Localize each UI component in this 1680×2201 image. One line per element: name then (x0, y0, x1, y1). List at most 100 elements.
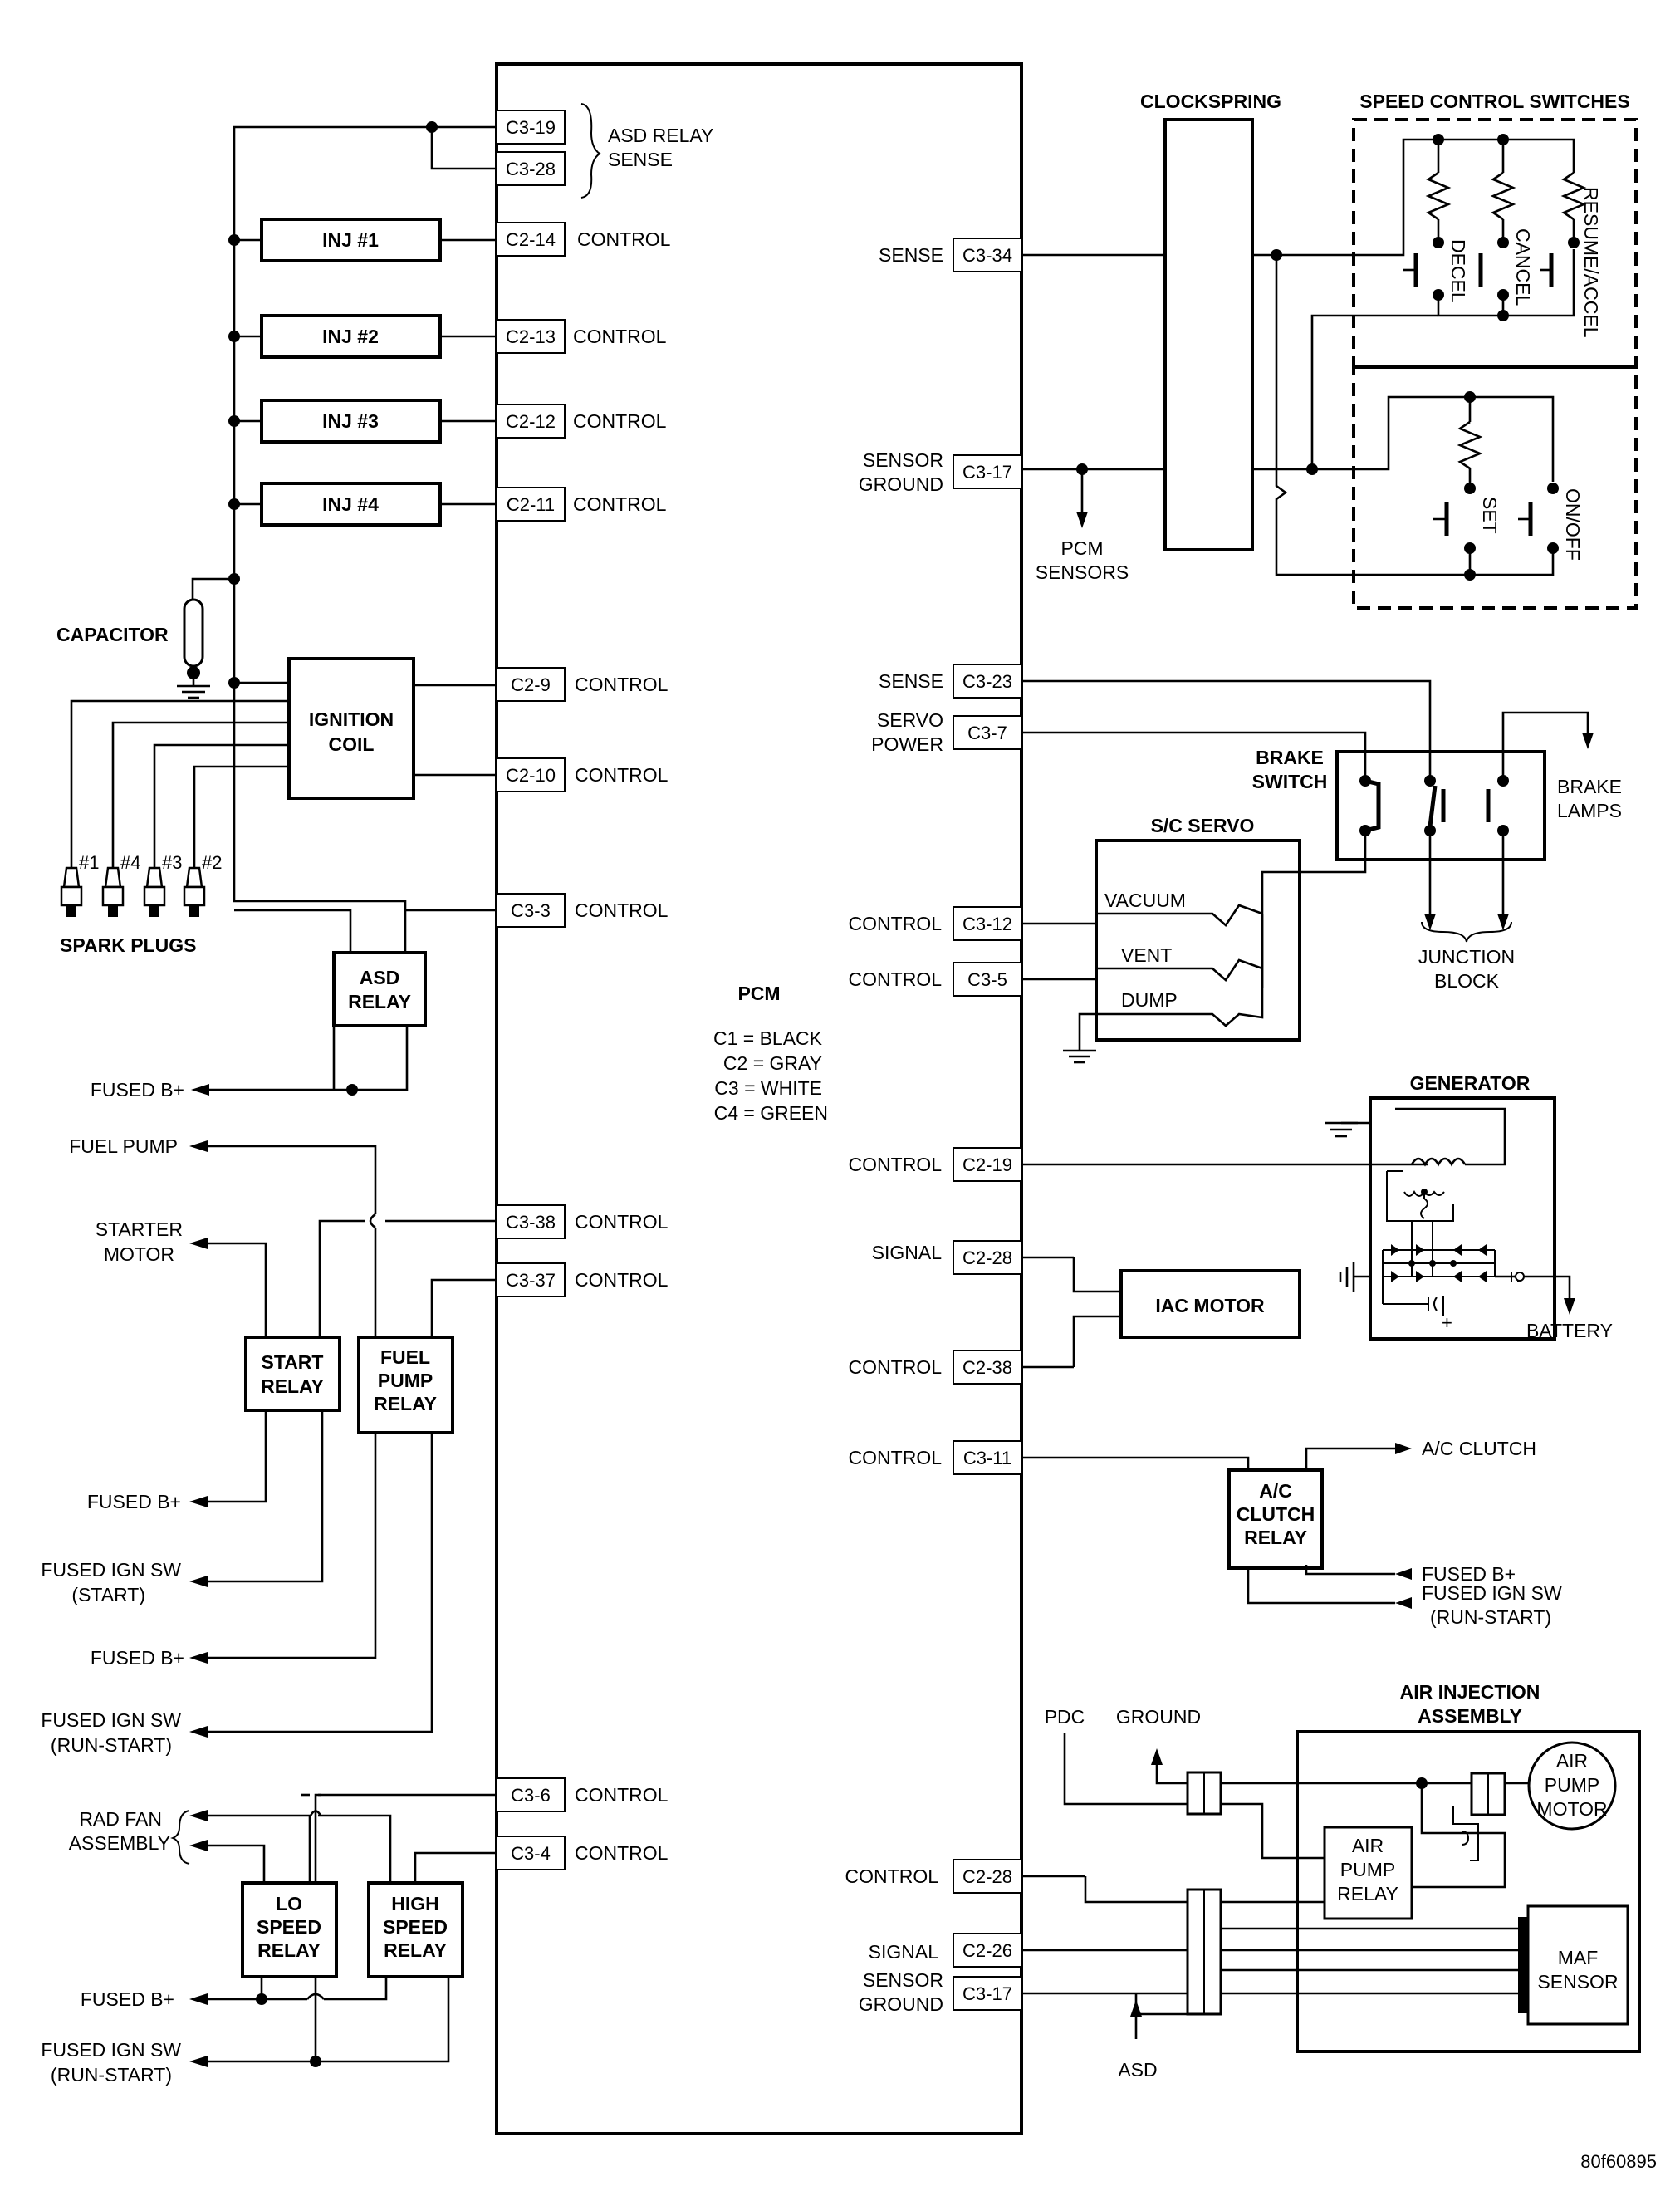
svg-text:CONTROL: CONTROL (849, 1447, 943, 1468)
svg-text:A/C CLUTCH: A/C CLUTCH (1422, 1438, 1536, 1459)
svg-text:AIR: AIR (1352, 1835, 1384, 1856)
svg-text:CONTROL: CONTROL (573, 493, 667, 515)
svg-text:#2: #2 (202, 852, 222, 873)
svg-text:C2-12: C2-12 (506, 411, 556, 432)
svg-text:PUMP: PUMP (378, 1370, 433, 1391)
svg-text:CONTROL: CONTROL (845, 1865, 939, 1887)
start-and-fuel-relays: FUEL PUMP STARTER MOTOR START RELAY FUEL… (41, 1135, 497, 1756)
svg-text:CONTROL: CONTROL (575, 1211, 669, 1233)
capacitor: CAPACITOR (56, 573, 240, 699)
svg-text:RELAY: RELAY (1337, 1883, 1398, 1904)
svg-text:CONTROL: CONTROL (575, 764, 669, 786)
svg-text:C3-4: C3-4 (511, 1843, 551, 1864)
svg-text:INJ #1: INJ #1 (322, 229, 379, 251)
brake-switch: BRAKE SWITCH BRAKE LAMPS JUNCTION BLOCK (1021, 679, 1622, 992)
pcm-legend-c1: C1 = BLACK (713, 1027, 823, 1049)
svg-text:CONTROL: CONTROL (573, 326, 667, 347)
generator: GENERATOR (1021, 1072, 1613, 1341)
svg-text:FUEL: FUEL (380, 1346, 430, 1368)
rad-fan-relays: RAD FAN ASSEMBLY LO SPEED RELAY HIGH SPE… (41, 1793, 497, 2086)
svg-text:BLOCK: BLOCK (1434, 970, 1500, 992)
svg-text:C3-7: C3-7 (967, 723, 1007, 743)
svg-text:SWITCH: SWITCH (1252, 771, 1328, 792)
svg-text:DECEL: DECEL (1447, 239, 1469, 303)
svg-text:C2-26: C2-26 (962, 1940, 1012, 1961)
svg-text:INJ #2: INJ #2 (322, 326, 379, 347)
svg-text:C2-28: C2-28 (962, 1248, 1012, 1268)
right-pins: C3-34 C3-17 C3-23 C3-7 C3-12 C3-5 C2-19 … (953, 238, 1022, 2011)
svg-text:ASD RELAY: ASD RELAY (608, 125, 713, 146)
svg-text:SPEED: SPEED (383, 1916, 448, 1938)
svg-text:SIGNAL: SIGNAL (872, 1242, 943, 1263)
svg-text:HIGH: HIGH (391, 1893, 439, 1914)
svg-text:C3-23: C3-23 (962, 671, 1012, 692)
svg-text:C2-38: C2-38 (962, 1357, 1012, 1378)
svg-text:RELAY: RELAY (257, 1939, 321, 1961)
svg-text:VENT: VENT (1121, 944, 1172, 966)
svg-text:SENSE: SENSE (879, 244, 943, 266)
svg-text:DUMP: DUMP (1121, 989, 1178, 1011)
svg-text:(RUN-START): (RUN-START) (51, 1734, 172, 1756)
svg-text:C3-12: C3-12 (962, 914, 1012, 934)
svg-text:COIL: COIL (329, 733, 375, 755)
svg-text:MOTOR: MOTOR (104, 1243, 174, 1265)
svg-text:RELAY: RELAY (374, 1393, 437, 1414)
svg-text:SERVO: SERVO (877, 709, 943, 731)
svg-text:CONTROL: CONTROL (849, 968, 943, 990)
svg-text:FUSED IGN SW: FUSED IGN SW (41, 2039, 181, 2061)
svg-text:CONTROL: CONTROL (575, 1784, 669, 1806)
svg-text:CONTROL: CONTROL (849, 1154, 943, 1175)
svg-text:C3-3: C3-3 (511, 900, 551, 921)
svg-text:+: + (1442, 1312, 1452, 1333)
svg-text:MAF: MAF (1558, 1947, 1599, 1968)
svg-text:C3-37: C3-37 (506, 1270, 556, 1291)
injector-circuit: INJ #1 INJ #2 INJ #3 INJ #4 (228, 121, 497, 912)
svg-text:CONTROL: CONTROL (573, 410, 667, 432)
svg-text:FUSED B+: FUSED B+ (1422, 1563, 1516, 1585)
svg-text:AIR INJECTION: AIR INJECTION (1400, 1681, 1540, 1703)
svg-text:CONTROL: CONTROL (577, 228, 671, 250)
high-speed-relay (367, 1881, 464, 1978)
air-injection-assembly: AIR INJECTION ASSEMBLY PDC GROUND AIR PU… (1021, 1681, 1641, 2081)
svg-text:#4: #4 (120, 852, 140, 873)
svg-text:LAMPS: LAMPS (1557, 800, 1622, 821)
svg-text:IGNITION: IGNITION (309, 708, 394, 730)
svg-text:FUSED B+: FUSED B+ (81, 1988, 174, 2010)
svg-text:BATTERY: BATTERY (1526, 1320, 1613, 1341)
spark-plug-4 (101, 866, 125, 917)
svg-text:C2-28: C2-28 (962, 1866, 1012, 1887)
svg-text:START: START (262, 1351, 324, 1373)
svg-text:#3: #3 (162, 852, 182, 873)
svg-text:BRAKE: BRAKE (1557, 776, 1622, 797)
svg-text:POWER: POWER (871, 733, 943, 755)
ac-clutch-relay: A/C CLUTCH RELAY A/C CLUTCH (1021, 1438, 1562, 1628)
svg-text:SENSOR: SENSOR (863, 1969, 943, 1991)
svg-text:CAPACITOR: CAPACITOR (56, 624, 169, 645)
svg-text:AIR: AIR (1556, 1750, 1588, 1772)
figure-code: 80f60895 (1580, 2151, 1657, 2172)
svg-text:ASSEMBLY: ASSEMBLY (69, 1832, 170, 1854)
svg-text:INJ #4: INJ #4 (322, 493, 379, 515)
sc-servo: S/C SERVO VACUUM VENT DUMP (1021, 815, 1301, 1064)
svg-text:VACUUM: VACUUM (1104, 890, 1186, 911)
svg-text:CONTROL: CONTROL (575, 1842, 669, 1864)
spark-plug-3 (143, 866, 166, 917)
svg-text:RELAY: RELAY (384, 1939, 447, 1961)
spark-plug-1 (60, 866, 83, 917)
svg-text:C3-34: C3-34 (962, 245, 1012, 266)
injector-3 (260, 399, 442, 444)
svg-text:PCM: PCM (1060, 537, 1103, 559)
svg-text:ASD: ASD (360, 967, 400, 988)
svg-text:FUSED IGN SW: FUSED IGN SW (41, 1559, 181, 1581)
svg-text:FUSED B+: FUSED B+ (91, 1647, 184, 1669)
svg-text:GROUND: GROUND (859, 1993, 943, 2015)
svg-text:CONTROL: CONTROL (575, 674, 669, 695)
svg-text:SENSOR: SENSOR (1537, 1971, 1618, 1993)
svg-text:C3-19: C3-19 (506, 117, 556, 138)
svg-text:RELAY: RELAY (348, 991, 411, 1012)
svg-text:IAC MOTOR: IAC MOTOR (1155, 1295, 1265, 1316)
svg-text:SIGNAL: SIGNAL (869, 1941, 939, 1963)
svg-text:GENERATOR: GENERATOR (1410, 1072, 1531, 1094)
pcm-module (495, 62, 1023, 2135)
